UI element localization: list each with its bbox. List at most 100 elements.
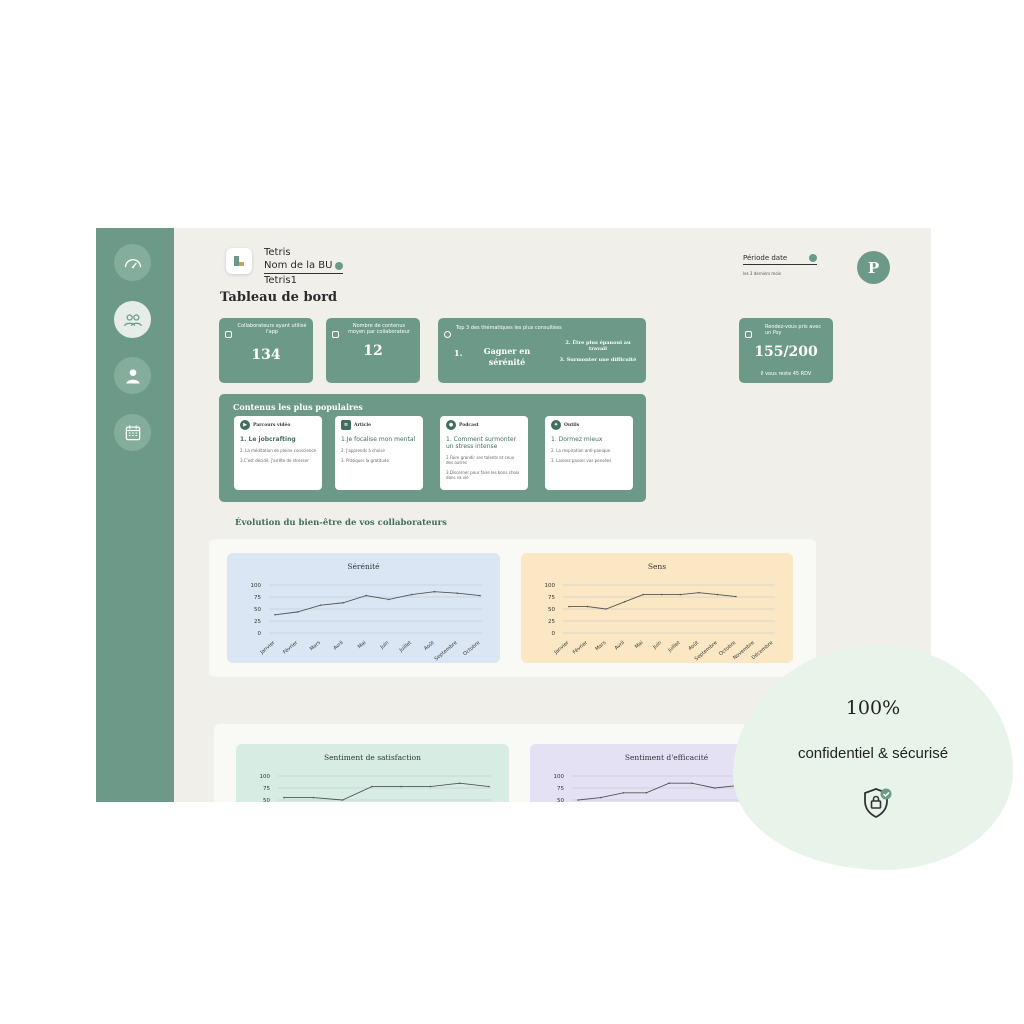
confidential-badge: 100% confidentiel & sécurisé bbox=[733, 645, 1013, 870]
chart-title: Sens bbox=[647, 562, 667, 571]
calendar-icon bbox=[125, 425, 140, 440]
y-tick-label: 100 bbox=[545, 583, 556, 589]
period-selector[interactable]: Période date bbox=[743, 254, 817, 265]
data-point bbox=[599, 796, 602, 799]
nav-calendar[interactable] bbox=[114, 414, 151, 451]
x-tick-label: Février bbox=[281, 639, 299, 656]
stat-card-top-themes: Top 3 des thématiques les plus consultée… bbox=[438, 318, 646, 383]
data-point bbox=[410, 593, 413, 596]
chart-title: Sentiment de satisfaction bbox=[323, 753, 421, 762]
evolution-title: Évolution du bien-être de vos collaborat… bbox=[235, 518, 447, 528]
chevron-down-icon bbox=[809, 254, 817, 262]
series-line bbox=[569, 592, 736, 610]
x-tick-label: Juin bbox=[651, 640, 663, 651]
data-point bbox=[577, 799, 579, 801]
x-tick-label: Mars bbox=[309, 640, 322, 653]
popular-card-tools[interactable]: ✦Outils 1. Dormez mieux 2. La respiratio… bbox=[545, 416, 633, 490]
contents-label: Nombre de contenus moyen par collaborate… bbox=[348, 323, 410, 335]
stat-card-collaborators: Collaborateurs ayant utilisé l'app 134 bbox=[219, 318, 313, 383]
data-point bbox=[283, 796, 285, 799]
x-tick-label: Avril bbox=[332, 640, 344, 652]
data-point bbox=[642, 593, 644, 596]
bu-selector[interactable]: Nom de la BU bbox=[264, 259, 344, 274]
popular-item[interactable]: 3. Laissez passer vos pensées bbox=[551, 458, 612, 463]
bu-value: Tetris1 bbox=[264, 275, 297, 286]
y-tick-label: 100 bbox=[554, 774, 565, 780]
page-title: Tableau de bord bbox=[220, 290, 338, 305]
popular-card-article[interactable]: ≡Article 1.Je focalise mon mental 2. J'a… bbox=[335, 416, 423, 490]
tetris-logo-icon bbox=[234, 256, 244, 266]
sidebar bbox=[96, 228, 174, 802]
contents-value: 12 bbox=[363, 343, 383, 359]
data-point bbox=[735, 595, 737, 598]
microphone-icon: ● bbox=[446, 420, 456, 430]
period-sub: les 3 derniers mois bbox=[743, 271, 781, 276]
popular-item[interactable]: 2. La respiration anti-panique bbox=[551, 448, 611, 453]
popular-item[interactable]: 3. Pratiquer la gratitude bbox=[341, 458, 389, 463]
data-point bbox=[341, 799, 344, 801]
data-point bbox=[623, 601, 626, 603]
calendar-icon bbox=[745, 331, 752, 338]
data-point bbox=[365, 594, 367, 597]
y-tick-label: 75 bbox=[557, 786, 564, 792]
data-point bbox=[586, 605, 589, 608]
popular-card-podcast[interactable]: ●Podcast 1. Comment surmonter un stress … bbox=[440, 416, 528, 490]
popular-title: Contenus les plus populaires bbox=[233, 402, 363, 412]
data-point bbox=[342, 601, 345, 604]
data-point bbox=[479, 594, 481, 597]
x-tick-label: Janvier bbox=[258, 639, 277, 656]
y-tick-label: 50 bbox=[548, 607, 555, 613]
data-point bbox=[716, 593, 719, 596]
data-point bbox=[622, 792, 625, 794]
data-point bbox=[429, 785, 432, 788]
play-icon: ▶ bbox=[240, 420, 250, 430]
y-tick-label: 25 bbox=[254, 619, 261, 625]
data-point bbox=[371, 785, 373, 788]
y-tick-label: 100 bbox=[260, 774, 271, 780]
popular-item[interactable]: 1. Le jobcrafting bbox=[240, 436, 296, 443]
users-icon bbox=[225, 331, 232, 338]
data-point bbox=[568, 605, 570, 608]
play-icon bbox=[444, 331, 451, 338]
popular-item[interactable]: 2. J'apprends à choisir bbox=[341, 448, 386, 453]
data-point bbox=[713, 787, 716, 789]
chart-title: Sentiment d'efficacité bbox=[624, 753, 709, 762]
x-tick-label: Juillet bbox=[666, 640, 681, 654]
badge-percent: 100% bbox=[845, 697, 901, 719]
data-point bbox=[274, 613, 276, 616]
data-point bbox=[691, 782, 693, 784]
popular-item[interactable]: 1. Dormez mieux bbox=[551, 436, 603, 443]
nav-dashboard[interactable] bbox=[114, 244, 151, 281]
users-icon bbox=[123, 313, 142, 326]
popular-item[interactable]: 2. La méditation de pleine conscience bbox=[240, 448, 316, 453]
popular-item[interactable]: 3.Discerner pour faire les bons choix da… bbox=[446, 470, 520, 480]
y-tick-label: 50 bbox=[557, 798, 564, 802]
data-point bbox=[698, 591, 700, 594]
data-point bbox=[660, 593, 663, 596]
popular-item[interactable]: 1. Comment surmonter un stress intense bbox=[446, 436, 517, 450]
data-point bbox=[605, 608, 607, 610]
avatar[interactable]: P bbox=[857, 251, 890, 284]
nav-collaborators[interactable] bbox=[114, 301, 151, 338]
gauge-icon bbox=[124, 258, 141, 268]
data-point bbox=[296, 611, 299, 613]
x-tick-label: Juin bbox=[379, 640, 391, 651]
chart-title: Sérénité bbox=[347, 562, 380, 571]
nav-profile[interactable] bbox=[114, 357, 151, 394]
y-tick-label: 75 bbox=[254, 595, 261, 601]
popular-item[interactable]: 2.Faire grandir ses talents et ceux des … bbox=[446, 455, 515, 465]
stat-card-psy: Rendez-vous pris avec un Psy 155/200 Il … bbox=[739, 318, 833, 383]
x-tick-label: Avril bbox=[614, 640, 626, 652]
popular-item[interactable]: 1.Je focalise mon mental bbox=[341, 436, 416, 443]
y-tick-label: 75 bbox=[263, 786, 270, 792]
document-icon: ≡ bbox=[341, 420, 351, 430]
y-tick-label: 0 bbox=[552, 631, 556, 637]
x-tick-label: Août bbox=[687, 639, 700, 652]
collab-label: Collaborateurs ayant utilisé l'app bbox=[237, 323, 307, 335]
collab-value: 134 bbox=[251, 347, 281, 363]
popular-card-video[interactable]: ▶Parcours vidéo 1. Le jobcrafting 2. La … bbox=[234, 416, 322, 490]
x-tick-label: Mai bbox=[357, 640, 368, 650]
popular-item[interactable]: 3.C'est décidé, j'arrête de stresser bbox=[240, 458, 309, 463]
